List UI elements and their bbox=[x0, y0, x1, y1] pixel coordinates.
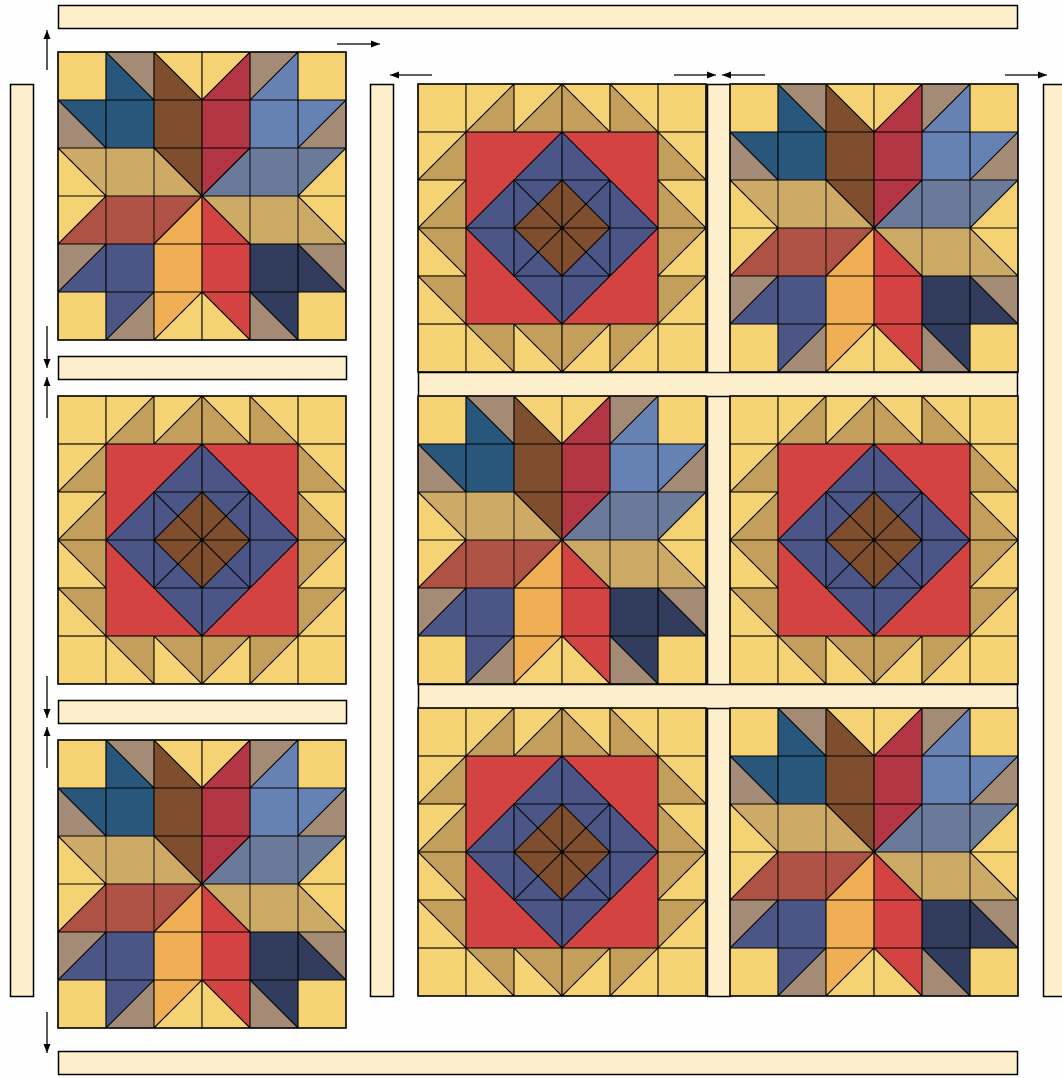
star-block bbox=[58, 740, 346, 1028]
bottom-right-square bbox=[922, 276, 970, 324]
bottom-right-square bbox=[250, 932, 298, 980]
bottom-right-square bbox=[922, 900, 970, 948]
star-block bbox=[418, 396, 706, 684]
left-horizontal-sashing-1 bbox=[59, 357, 347, 380]
corner-square bbox=[658, 948, 706, 996]
top-border-strip bbox=[59, 6, 1018, 29]
top-right-square bbox=[250, 100, 298, 148]
top-left-square bbox=[466, 444, 514, 492]
left-horizontal-sashing-2 bbox=[59, 701, 347, 724]
top-left-square bbox=[106, 788, 154, 836]
top-left-square bbox=[778, 132, 826, 180]
star-block bbox=[58, 52, 346, 340]
diamond-block bbox=[58, 396, 346, 684]
top-right-square bbox=[922, 132, 970, 180]
corner-square bbox=[418, 324, 466, 372]
left-border-strip bbox=[11, 85, 34, 997]
top-left-square bbox=[778, 756, 826, 804]
corner-square bbox=[298, 396, 346, 444]
center-column-sashing bbox=[708, 85, 731, 997]
right-border-strip bbox=[1044, 85, 1062, 997]
bottom-left-square bbox=[106, 244, 154, 292]
bottom-left-square bbox=[106, 932, 154, 980]
corner-square bbox=[58, 396, 106, 444]
corner-square bbox=[730, 396, 778, 444]
bottom-left-square bbox=[466, 588, 514, 636]
star-block bbox=[730, 708, 1018, 996]
top-right-square bbox=[610, 444, 658, 492]
diamond-block bbox=[418, 708, 706, 996]
quilt-blocks bbox=[58, 52, 1018, 1028]
corner-square bbox=[970, 636, 1018, 684]
star-block bbox=[730, 84, 1018, 372]
column-sashing-strip bbox=[371, 85, 394, 997]
corner-square bbox=[658, 708, 706, 756]
corner-square bbox=[658, 324, 706, 372]
diamond-block bbox=[418, 84, 706, 372]
top-right-square bbox=[250, 788, 298, 836]
center-horizontal-sashing-2 bbox=[419, 685, 1018, 709]
bottom-right-square bbox=[610, 588, 658, 636]
corner-square bbox=[418, 708, 466, 756]
bottom-left-square bbox=[778, 276, 826, 324]
bottom-right-square bbox=[250, 244, 298, 292]
corner-square bbox=[298, 636, 346, 684]
corner-square bbox=[730, 636, 778, 684]
bottom-border-strip bbox=[59, 1052, 1018, 1075]
corner-square bbox=[658, 84, 706, 132]
corner-square bbox=[58, 636, 106, 684]
diamond-block bbox=[730, 396, 1018, 684]
corner-square bbox=[970, 396, 1018, 444]
corner-square bbox=[418, 948, 466, 996]
top-left-square bbox=[106, 100, 154, 148]
bottom-left-square bbox=[778, 900, 826, 948]
top-right-square bbox=[922, 756, 970, 804]
center-horizontal-sashing-1 bbox=[419, 373, 1018, 397]
corner-square bbox=[418, 84, 466, 132]
